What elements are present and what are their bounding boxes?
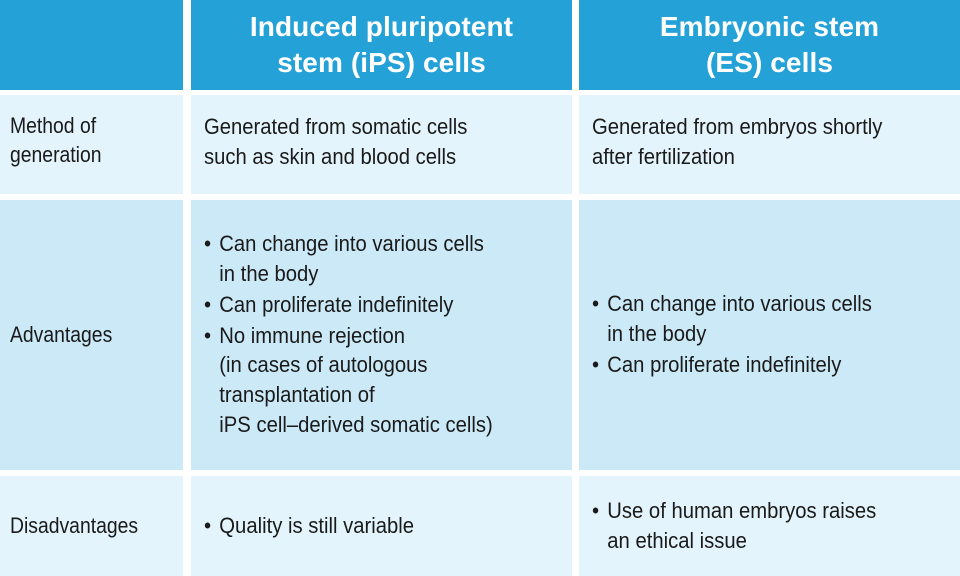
list-item: • Can change into various cells in the bo… bbox=[204, 229, 564, 289]
bullet-icon: • bbox=[204, 322, 212, 348]
list-item-text: Use of human embryos raises an ethical i… bbox=[607, 497, 877, 553]
cell-disadvantages-ips: • Quality is still variable bbox=[191, 476, 572, 576]
cell-advantages-ips: • Can change into various cells in the bo… bbox=[191, 200, 572, 470]
row-label-cell-disadvantages: Disadvantages bbox=[0, 476, 183, 576]
header-title-ips: Induced pluripotent stem (iPS) cells bbox=[249, 11, 514, 78]
header-cell-blank bbox=[0, 0, 183, 90]
row-label-disadvantages: Disadvantages bbox=[10, 512, 139, 538]
header-cell-es: Embryonic stem (ES) cells bbox=[579, 0, 960, 90]
list-item-text: No immune rejection (in cases of autolog… bbox=[219, 322, 493, 438]
row-label-cell-method: Method of generation bbox=[0, 95, 183, 194]
list-item-text: Can change into various cells in the bod… bbox=[607, 291, 872, 347]
row-label-cell-advantages: Advantages bbox=[0, 200, 183, 470]
table-row-method-of-generation: Method of generation Generated from soma… bbox=[0, 95, 960, 194]
table-row-disadvantages: Disadvantages • Quality is still variable… bbox=[0, 476, 960, 576]
bullet-icon: • bbox=[204, 512, 212, 538]
list-item: • Can proliferate indefinitely bbox=[592, 350, 952, 380]
list-item: • Quality is still variable bbox=[204, 511, 564, 541]
list-item-text: Can proliferate indefinitely bbox=[607, 351, 842, 377]
list-item-text: Can proliferate indefinitely bbox=[219, 291, 454, 317]
list-item: • Use of human embryos raises an ethical … bbox=[592, 496, 952, 556]
bullet-icon: • bbox=[592, 291, 600, 317]
row-label-advantages: Advantages bbox=[10, 321, 113, 347]
bullet-list-disadvantages-ips: • Quality is still variable bbox=[204, 511, 564, 542]
header-cell-ips: Induced pluripotent stem (iPS) cells bbox=[191, 0, 572, 90]
list-item-text: Can change into various cells in the bod… bbox=[219, 230, 484, 286]
cell-method-ips: Generated from somatic cells such as ski… bbox=[191, 95, 572, 194]
bullet-list-advantages-es: • Can change into various cells in the bo… bbox=[592, 289, 952, 381]
list-item: • Can proliferate indefinitely bbox=[204, 290, 564, 320]
table-row-advantages: Advantages • Can change into various cell… bbox=[0, 200, 960, 470]
cell-method-es: Generated from embryos shortly after fer… bbox=[579, 95, 960, 194]
bullet-icon: • bbox=[592, 351, 600, 377]
cell-text-method-es: Generated from embryos shortly after fer… bbox=[592, 114, 883, 169]
bullet-list-advantages-ips: • Can change into various cells in the bo… bbox=[204, 229, 564, 441]
cell-text-method-ips: Generated from somatic cells such as ski… bbox=[204, 114, 468, 169]
bullet-icon: • bbox=[204, 230, 212, 256]
row-label-method: Method of generation bbox=[10, 113, 102, 167]
list-item: • Can change into various cells in the bo… bbox=[592, 289, 952, 349]
list-item-text: Quality is still variable bbox=[219, 512, 414, 538]
list-item: • No immune rejection (in cases of autolo… bbox=[204, 321, 564, 441]
bullet-list-disadvantages-es: • Use of human embryos raises an ethical … bbox=[592, 496, 952, 557]
header-title-es: Embryonic stem (ES) cells bbox=[659, 11, 880, 78]
cell-disadvantages-es: • Use of human embryos raises an ethical … bbox=[579, 476, 960, 576]
table-header-row: Induced pluripotent stem (iPS) cells Emb… bbox=[0, 0, 960, 90]
bullet-icon: • bbox=[592, 497, 600, 523]
cell-advantages-es: • Can change into various cells in the bo… bbox=[579, 200, 960, 470]
bullet-icon: • bbox=[204, 291, 212, 317]
